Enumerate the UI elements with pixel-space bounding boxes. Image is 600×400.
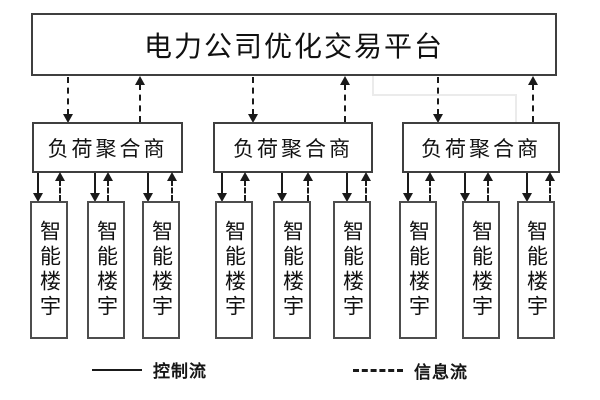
arrow-info-down-agg3 <box>433 77 443 123</box>
building-box-1: 智能楼宇 <box>30 201 68 339</box>
building-box-4: 智能楼宇 <box>215 201 253 339</box>
building-box-3: 智能楼宇 <box>142 201 180 339</box>
legend-control-flow: 控制流 <box>92 357 207 382</box>
platform-box: 电力公司优化交易平台 <box>31 13 557 76</box>
dashed-line-sample <box>353 369 403 372</box>
building-box-7: 智能楼宇 <box>399 201 437 339</box>
faint-elbow-vertical-2 <box>515 94 517 122</box>
arrow-info-up-b1 <box>55 172 65 201</box>
building-label: 智能楼宇 <box>280 220 305 320</box>
building-label: 智能楼宇 <box>94 220 119 320</box>
arrow-info-up-b8 <box>483 172 493 201</box>
building-label: 智能楼宇 <box>406 220 431 320</box>
arrow-info-down-agg1 <box>63 77 73 123</box>
arrow-control-down-b6 <box>342 173 352 202</box>
legend-info-flow: 信息流 <box>353 358 468 383</box>
arrow-info-up-agg1 <box>135 76 145 122</box>
aggregator-label: 负荷聚合商 <box>421 136 541 161</box>
aggregator-box-2: 负荷聚合商 <box>213 122 373 173</box>
arrow-info-up-b9 <box>545 172 555 201</box>
aggregator-label: 负荷聚合商 <box>47 136 168 161</box>
arrow-control-down-b8 <box>460 173 470 202</box>
legend-info-label: 信息流 <box>414 363 468 382</box>
arrow-control-down-b1 <box>33 173 43 202</box>
building-box-9: 智能楼宇 <box>517 201 555 339</box>
solid-line-sample <box>92 368 142 371</box>
building-label: 智能楼宇 <box>149 220 174 320</box>
building-label: 智能楼宇 <box>340 220 365 320</box>
aggregator-label: 负荷聚合商 <box>233 136 353 161</box>
legend-control-label: 控制流 <box>153 362 207 381</box>
faint-elbow-vertical-1 <box>372 76 374 96</box>
arrow-info-up-b4 <box>240 172 250 201</box>
arrow-control-down-b5 <box>277 173 287 202</box>
arrow-info-up-b6 <box>361 172 371 201</box>
building-box-5: 智能楼宇 <box>273 201 311 339</box>
platform-label: 电力公司优化交易平台 <box>143 31 444 63</box>
aggregator-box-3: 负荷聚合商 <box>402 122 560 173</box>
arrow-info-up-agg3 <box>528 76 538 122</box>
arrow-control-down-b2 <box>90 173 100 202</box>
building-box-8: 智能楼宇 <box>462 201 500 339</box>
arrow-info-up-b3 <box>167 172 177 201</box>
arrow-info-up-b7 <box>425 172 435 201</box>
building-box-2: 智能楼宇 <box>87 201 125 339</box>
building-label: 智能楼宇 <box>469 220 494 320</box>
arrow-control-down-b4 <box>217 173 227 202</box>
arrow-control-down-b3 <box>143 173 153 202</box>
building-label: 智能楼宇 <box>37 220 62 320</box>
building-label: 智能楼宇 <box>524 220 549 320</box>
faint-elbow-horizontal <box>372 94 517 96</box>
arrow-info-up-b2 <box>103 172 113 201</box>
building-label: 智能楼宇 <box>222 220 247 320</box>
arrow-info-up-agg2 <box>340 76 350 122</box>
building-box-6: 智能楼宇 <box>333 201 371 339</box>
arrow-info-down-agg2 <box>248 77 258 123</box>
arrow-control-down-b9 <box>522 173 532 202</box>
arrow-info-up-b5 <box>303 172 313 201</box>
aggregator-box-1: 负荷聚合商 <box>32 122 183 173</box>
arrow-control-down-b7 <box>403 173 413 202</box>
